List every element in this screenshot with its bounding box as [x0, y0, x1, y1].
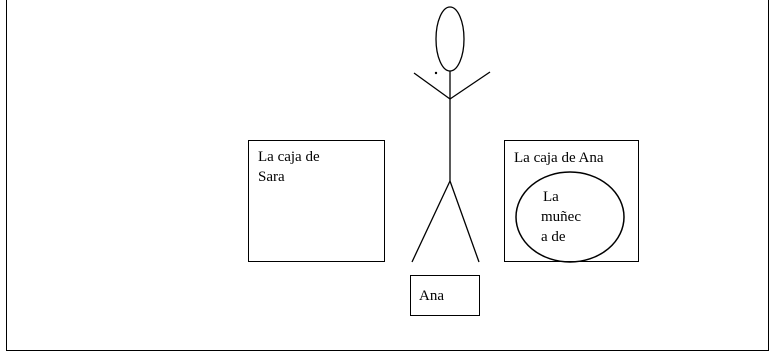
figure-name-box: Ana	[410, 275, 480, 316]
sara-box: La caja de Sara	[248, 140, 385, 262]
doll-label-line1: La	[543, 189, 559, 205]
doll-label: La muñec a de	[535, 187, 595, 247]
ana-box: La caja de Ana	[504, 140, 639, 262]
figure-name-label: Ana	[419, 288, 444, 304]
doll-label-line3: a de	[541, 229, 566, 245]
figure-head	[435, 6, 465, 72]
figure-left-leg	[411, 180, 451, 263]
diagram-frame	[6, 0, 769, 351]
figure-left-arm	[413, 72, 451, 100]
figure-right-leg	[449, 180, 480, 263]
figure-dot	[434, 71, 438, 75]
doll-ellipse	[515, 171, 625, 263]
figure-right-arm	[449, 71, 491, 100]
doll-label-line2: muñec	[541, 209, 581, 225]
sara-box-label-line2: Sara	[258, 169, 285, 185]
ana-box-label: La caja de Ana	[514, 150, 604, 166]
sara-box-label-line1: La caja de	[258, 149, 320, 165]
stick-figure	[411, 6, 491, 263]
